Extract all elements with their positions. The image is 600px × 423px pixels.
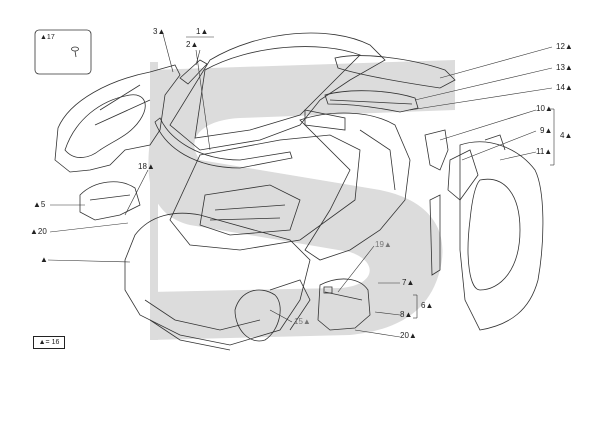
callout-19: 19▲ bbox=[375, 240, 392, 249]
callout-8: 8▲ bbox=[400, 310, 413, 319]
callout-body: ▲ bbox=[40, 255, 48, 264]
car-body-shell bbox=[124, 32, 411, 351]
callout-6: 6▲ bbox=[421, 301, 434, 310]
front-fender-part bbox=[79, 181, 141, 221]
callout-2: 2▲ bbox=[186, 40, 199, 49]
windshield-frame bbox=[154, 59, 293, 169]
leader-lines bbox=[47, 33, 555, 338]
callout-13: 13▲ bbox=[556, 63, 573, 72]
callout-12: 12▲ bbox=[556, 42, 573, 51]
callout-1: 1▲ bbox=[196, 27, 209, 36]
front-right-fender bbox=[317, 278, 371, 331]
clip-icon bbox=[71, 46, 79, 58]
callout-10: 10▲ bbox=[536, 104, 553, 113]
right-side-components bbox=[424, 129, 544, 331]
callout-11: 11▲ bbox=[536, 147, 553, 156]
callout-15: 15▲ bbox=[294, 317, 311, 326]
legend-box: ▲= 16 bbox=[33, 336, 65, 349]
callout-3: 3▲ bbox=[153, 27, 166, 36]
callout-20-right: 20▲ bbox=[400, 331, 417, 340]
brand-watermark bbox=[148, 60, 455, 340]
callout-18: 18▲ bbox=[138, 162, 155, 171]
callout-17: ▲17 bbox=[40, 34, 55, 41]
callout-9: 9▲ bbox=[540, 126, 553, 135]
callout-20-left: ▲20 bbox=[30, 227, 47, 236]
callout-5: ▲5 bbox=[33, 200, 46, 209]
callout-4: 4▲ bbox=[560, 131, 573, 140]
callout-7: 7▲ bbox=[402, 278, 415, 287]
left-side-panel bbox=[54, 64, 181, 173]
detail-inset-box bbox=[34, 29, 92, 75]
callout-14: 14▲ bbox=[556, 83, 573, 92]
rear-spoiler-parts bbox=[304, 55, 456, 131]
